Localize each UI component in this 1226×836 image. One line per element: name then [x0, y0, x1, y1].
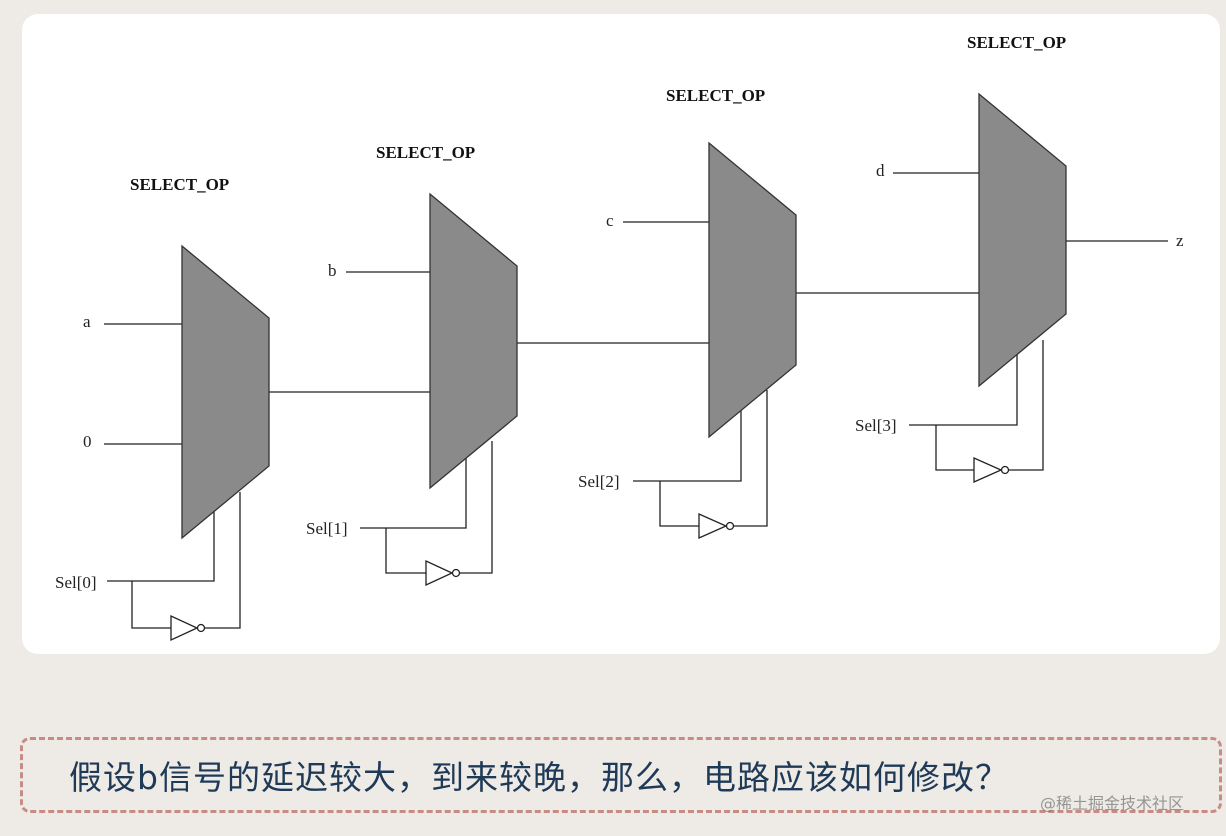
- mux-0-title: SELECT_OP: [130, 175, 229, 194]
- mux-0: [181, 244, 270, 540]
- label-sel1: Sel[1]: [306, 519, 348, 538]
- label-input-a: a: [83, 312, 91, 331]
- label-sel0: Sel[0]: [55, 573, 97, 592]
- mux-3-title: SELECT_OP: [967, 33, 1066, 52]
- label-input-c: c: [606, 211, 614, 230]
- label-sel3: Sel[3]: [855, 416, 897, 435]
- diagram-panel: SELECT_OP SELECT_OP SELECT_OP SELECT_OP …: [22, 14, 1220, 654]
- wire-sel2-inverted: [733, 390, 768, 527]
- inverter-3: [973, 456, 1003, 484]
- wire-sel2: [633, 390, 742, 482]
- inverter-2: [698, 512, 728, 540]
- mux-3: [978, 92, 1067, 388]
- question-text: 假设b信号的延迟较大，到来较晚，那么，电路应该如何修改？: [69, 758, 1009, 797]
- inverter-2-bubble: [725, 521, 735, 531]
- wire-sel3-to-inverter: [935, 425, 974, 471]
- mux-chain-diagram: SELECT_OP SELECT_OP SELECT_OP SELECT_OP …: [55, 33, 1184, 642]
- wire-sel1-to-inverter: [385, 528, 426, 574]
- mux-2-title: SELECT_OP: [666, 86, 765, 105]
- label-output-z: z: [1176, 231, 1184, 250]
- inverter-0: [170, 614, 199, 642]
- mux-1: [429, 192, 518, 490]
- wire-sel1: [360, 441, 467, 529]
- wires: [104, 172, 1168, 629]
- label-input-d: d: [876, 161, 885, 180]
- wire-sel3: [909, 340, 1018, 426]
- label-input-0: 0: [83, 432, 92, 451]
- inverter-1-bubble: [451, 568, 461, 578]
- inverter-3-bubble: [1000, 465, 1010, 475]
- watermark: @稀土掘金技术社区: [1040, 794, 1185, 813]
- inverter-1: [425, 559, 454, 587]
- wire-sel0-inverted: [205, 492, 241, 629]
- label-input-b: b: [328, 261, 337, 280]
- wire-sel1-inverted: [459, 441, 493, 574]
- wire-sel0-to-inverter: [131, 581, 171, 629]
- question-callout: 假设b信号的延迟较大，到来较晚，那么，电路应该如何修改？: [20, 737, 1222, 813]
- inverter-0-bubble: [196, 623, 206, 633]
- label-sel2: Sel[2]: [578, 472, 620, 491]
- mux-1-title: SELECT_OP: [376, 143, 475, 162]
- wire-sel3-inverted: [1008, 340, 1044, 471]
- wire-sel0: [107, 492, 215, 582]
- mux-2: [708, 141, 797, 439]
- wire-sel2-to-inverter: [659, 481, 699, 527]
